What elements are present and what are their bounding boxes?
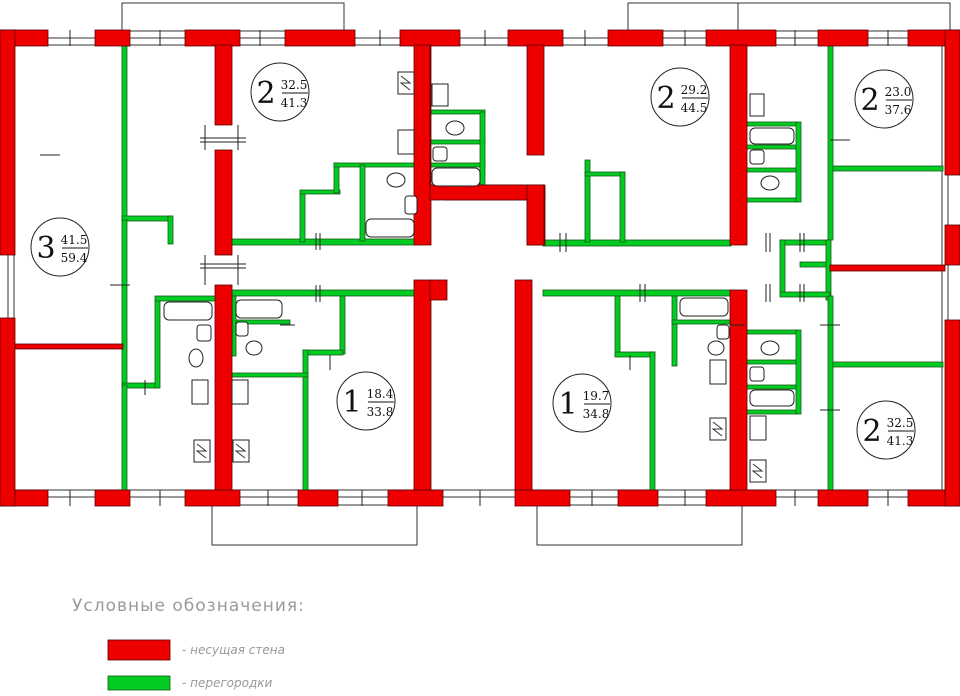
apt-1-rooms: 3 xyxy=(36,231,55,266)
apt-label-1: 3 41.5 59.4 xyxy=(30,217,90,277)
legend-title: Условные обозначения: xyxy=(72,596,305,616)
apt-3-total: 33.8 xyxy=(367,405,394,419)
apt-label-7: 2 32.5 41.3 xyxy=(856,400,916,460)
legend-label-bearing-wall: - несущая стена xyxy=(182,643,285,657)
legend-swatch-bearing-wall xyxy=(107,639,171,661)
apt-4-total: 34.8 xyxy=(583,407,610,421)
apt-3-living: 18.4 xyxy=(367,387,394,401)
apt-4-rooms: 1 xyxy=(558,387,577,422)
apt-4-living: 19.7 xyxy=(583,389,610,403)
apt-label-4: 1 19.7 34.8 xyxy=(552,373,612,433)
apt-6-living: 23.0 xyxy=(885,85,912,99)
apt-6-rooms: 2 xyxy=(860,83,879,118)
door-ticks xyxy=(40,125,850,411)
apt-label-3: 1 18.4 33.8 xyxy=(336,371,396,431)
partitions xyxy=(121,44,944,496)
apt-7-total: 41.3 xyxy=(887,434,914,448)
apartment-labels: 3 41.5 59.4 2 32.5 41.3 1 18.4 33.8 1 19… xyxy=(30,62,916,460)
apt-1-living: 41.5 xyxy=(61,233,88,247)
sanitary-fixtures xyxy=(163,71,795,483)
apt-5-total: 44.5 xyxy=(681,101,708,115)
legend-label-partition: - перегородки xyxy=(182,676,273,690)
apt-2-total: 41.3 xyxy=(281,96,308,110)
apt-2-living: 32.5 xyxy=(281,78,308,92)
apt-5-rooms: 2 xyxy=(656,81,675,116)
apt-label-6: 2 23.0 37.6 xyxy=(854,69,914,129)
apt-label-2: 2 32.5 41.3 xyxy=(250,62,310,122)
window-marks xyxy=(69,30,889,506)
apt-7-rooms: 2 xyxy=(862,414,881,449)
apt-label-5: 2 29.2 44.5 xyxy=(650,67,710,127)
apt-7-living: 32.5 xyxy=(887,416,914,430)
bearing-walls xyxy=(0,29,960,507)
apt-2-rooms: 2 xyxy=(256,76,275,111)
apt-6-total: 37.6 xyxy=(885,103,912,117)
apt-3-rooms: 1 xyxy=(342,385,361,420)
apt-1-total: 59.4 xyxy=(61,251,88,265)
apt-5-living: 29.2 xyxy=(681,83,708,97)
outer-wall-lines xyxy=(7,37,949,498)
legend-swatch-partition xyxy=(107,675,171,691)
legend: Условные обозначения: - несущая стена - … xyxy=(72,596,305,691)
